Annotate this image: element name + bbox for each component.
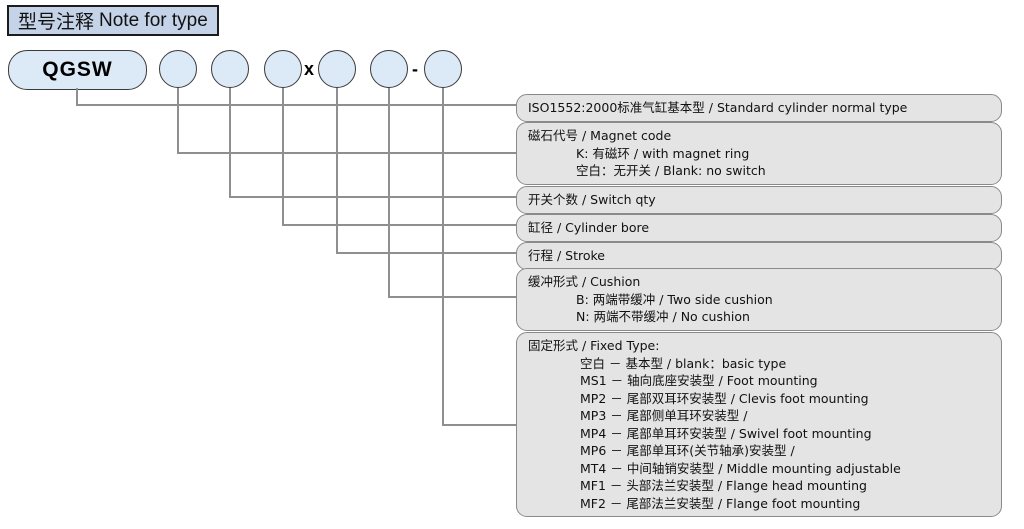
description-line: 空白：无开关 / Blank: no switch	[576, 163, 766, 178]
diagram-title-cn: 型号注释	[18, 11, 95, 33]
connector-horizontal-4	[336, 252, 516, 254]
model-circle-4	[318, 50, 356, 88]
description-line: 固定形式 / Fixed Type:	[528, 338, 660, 353]
multiply-separator: x	[303, 58, 314, 79]
description-box-switch-qty: 开关个数 / Switch qty	[516, 186, 1002, 214]
model-circle-5	[370, 50, 408, 88]
description-line: 缓冲形式 / Cushion	[528, 274, 641, 289]
description-box-cushion: 缓冲形式 / Cushion B: 两端带缓冲 / Two side cushi…	[516, 268, 1002, 331]
connector-horizontal-1	[177, 152, 516, 154]
description-line: MP3 － 尾部侧单耳环安装型 /	[580, 408, 748, 423]
connector-vertical-6	[442, 88, 444, 426]
dash-separator: -	[412, 58, 418, 79]
description-line: 缸径 / Cylinder bore	[528, 220, 650, 235]
model-circle-6	[424, 50, 462, 88]
description-line: MT4 － 中间轴销安装型 / Middle mounting adjustab…	[580, 460, 901, 476]
description-box-cylinder-bore: 缸径 / Cylinder bore	[516, 214, 1002, 242]
connector-vertical-2	[229, 88, 231, 198]
description-box-standard-type: ISO1552:2000标准气缸基本型 / Standard cylinder …	[516, 94, 1002, 122]
connector-horizontal-3	[282, 224, 516, 226]
description-line: B: 两端带缓冲 / Two side cushion	[576, 291, 773, 307]
connector-vertical-1	[177, 88, 179, 154]
model-circle-2	[211, 50, 249, 88]
model-circle-3	[264, 50, 302, 88]
description-box-stroke: 行程 / Stroke	[516, 242, 1002, 270]
diagram-title-en: Note for type	[99, 9, 208, 31]
connector-horizontal-2	[229, 196, 516, 198]
description-box-fixed-type: 固定形式 / Fixed Type: 空白 － 基本型 / blank：basi…	[516, 332, 1002, 517]
connector-vertical-5	[388, 88, 390, 298]
connector-vertical-prefix	[76, 88, 78, 106]
description-line: 空白 － 基本型 / blank：basic type	[580, 355, 787, 371]
description-line: MP4 － 尾部单耳环安装型 / Swivel foot mounting	[580, 425, 872, 441]
model-circle-1	[159, 50, 197, 88]
description-line: 行程 / Stroke	[528, 248, 605, 263]
model-prefix-node: QGSW	[8, 50, 147, 90]
description-line: 开关个数 / Switch qty	[528, 192, 656, 207]
description-line: MF1 － 头部法兰安装型 / Flange head mounting	[580, 478, 867, 493]
description-line: MF2 － 尾部法兰安装型 / Flange foot mounting	[580, 495, 861, 511]
description-box-magnet-code: 磁石代号 / Magnet code K: 有磁环 / with magnet …	[516, 122, 1002, 185]
description-line: K: 有磁环 / with magnet ring	[576, 145, 750, 161]
description-line: N: 两端不带缓冲 / No cushion	[576, 309, 750, 324]
connector-horizontal-prefix	[76, 104, 516, 106]
connector-horizontal-5	[388, 296, 516, 298]
connector-horizontal-6	[442, 424, 516, 426]
description-line: 磁石代号 / Magnet code	[528, 128, 672, 143]
description-line: MP6 － 尾部单耳环(关节轴承)安装型 /	[580, 443, 795, 458]
description-line: MP2 － 尾部双耳环安装型 / Clevis foot mounting	[580, 390, 869, 406]
description-line: MS1 － 轴向底座安装型 / Foot mounting	[580, 373, 818, 388]
connector-vertical-3	[282, 88, 284, 226]
description-line: ISO1552:2000标准气缸基本型 / Standard cylinder …	[528, 100, 908, 115]
diagram-title: 型号注释 Note for type	[7, 5, 219, 36]
connector-vertical-4	[336, 88, 338, 254]
